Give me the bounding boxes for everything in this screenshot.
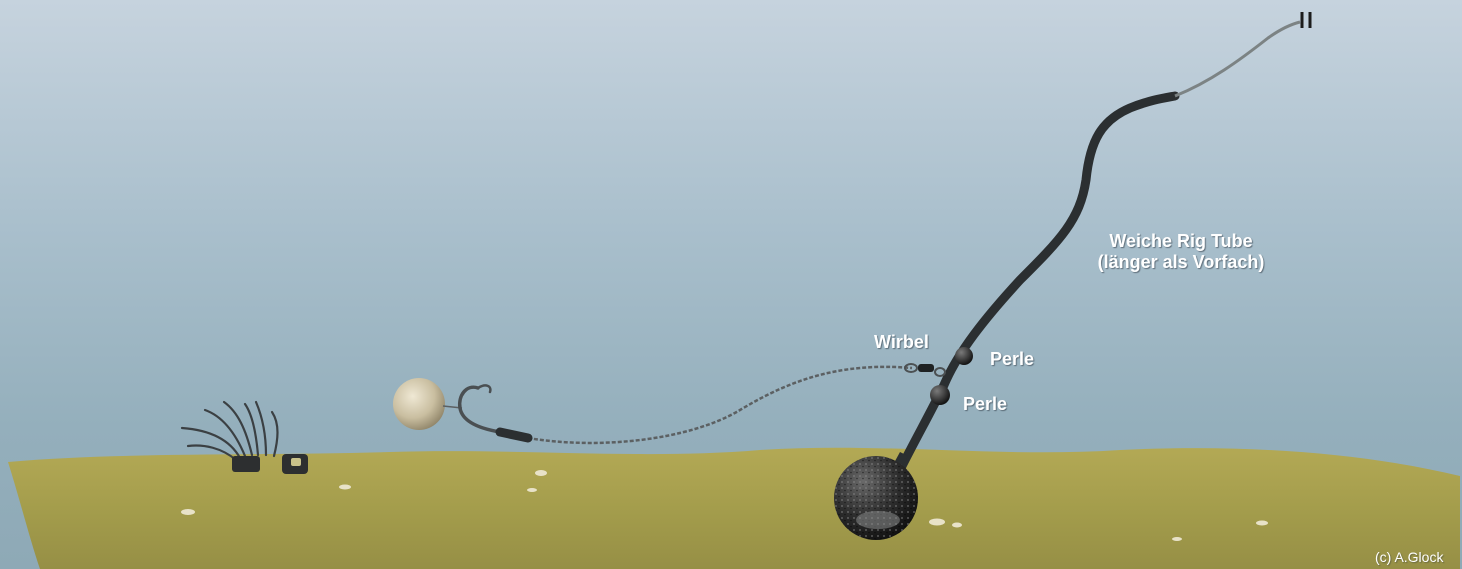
rod-line-end-icon	[1302, 12, 1310, 28]
rig-tube-label: Weiche Rig Tube (länger als Vorfach)	[1074, 231, 1288, 273]
rig-tube	[900, 96, 1175, 470]
main-line	[1175, 22, 1300, 96]
bead-lower-icon	[930, 385, 950, 405]
copyright-credit: (c) A.Glock	[1375, 549, 1443, 565]
hook-icon	[460, 385, 528, 438]
lakebed	[8, 448, 1460, 569]
boilie-icon	[393, 378, 445, 430]
bead-upper-icon	[955, 347, 973, 365]
swivel-label: Wirbel	[874, 332, 929, 353]
rig-tube-label-line2: (länger als Vorfach)	[1074, 252, 1288, 273]
hooklink	[528, 367, 912, 443]
rig-tube-label-line1: Weiche Rig Tube	[1074, 231, 1288, 252]
bead-upper-label: Perle	[990, 349, 1034, 370]
swivel-icon	[905, 364, 945, 376]
bead-lower-label: Perle	[963, 394, 1007, 415]
